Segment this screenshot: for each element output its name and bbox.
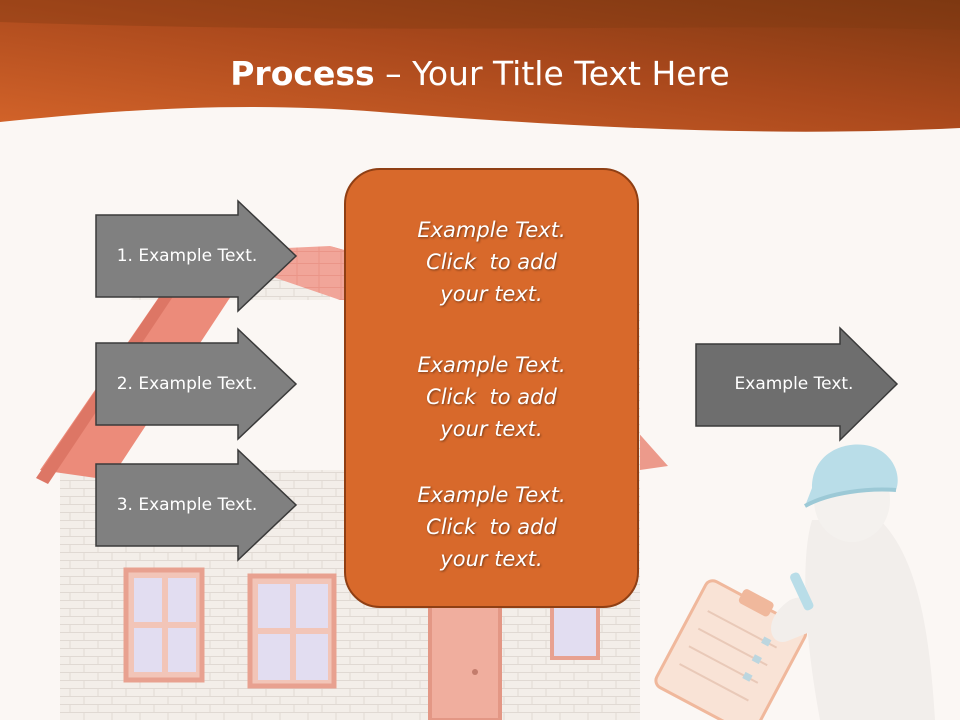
page-title: Process – Your Title Text Here	[0, 52, 960, 96]
paragraph-line: Example Text.	[417, 218, 566, 242]
paragraph-line: Example Text.	[417, 483, 566, 507]
paragraph-line: your text.	[440, 282, 543, 306]
process-paragraph-3[interactable]: Example Text. Click to add your text.	[346, 479, 637, 575]
process-box[interactable]: Example Text. Click to add your text. Ex…	[344, 168, 639, 608]
step-arrow-2[interactable]: 2. Example Text.	[94, 327, 298, 441]
worker-with-clipboard-illustration	[654, 444, 935, 720]
arrow-shape	[95, 327, 298, 441]
title-rest: – Your Title Text Here	[374, 54, 730, 93]
title-bold: Process	[230, 54, 375, 93]
step-label-3: 3. Example Text.	[116, 495, 258, 515]
arrow-shape	[695, 326, 899, 442]
output-arrow[interactable]: Example Text.	[694, 326, 899, 442]
paragraph-line: your text.	[440, 417, 543, 441]
process-paragraph-2[interactable]: Example Text. Click to add your text.	[346, 349, 637, 445]
step-label-1: 1. Example Text.	[116, 246, 258, 266]
step-arrow-3[interactable]: 3. Example Text.	[94, 448, 298, 562]
arrow-shape	[95, 199, 298, 313]
paragraph-line: Click to add	[426, 250, 557, 274]
step-label-2: 2. Example Text.	[116, 374, 258, 394]
header-band	[0, 0, 960, 132]
paragraph-line: Example Text.	[417, 353, 566, 377]
paragraph-line: Click to add	[426, 515, 557, 539]
paragraph-line: your text.	[440, 547, 543, 571]
step-arrow-1[interactable]: 1. Example Text.	[94, 199, 298, 313]
process-paragraph-1[interactable]: Example Text. Click to add your text.	[346, 214, 637, 310]
paragraph-line: Click to add	[426, 385, 557, 409]
arrow-shape	[95, 448, 298, 562]
output-label: Example Text.	[734, 374, 854, 394]
